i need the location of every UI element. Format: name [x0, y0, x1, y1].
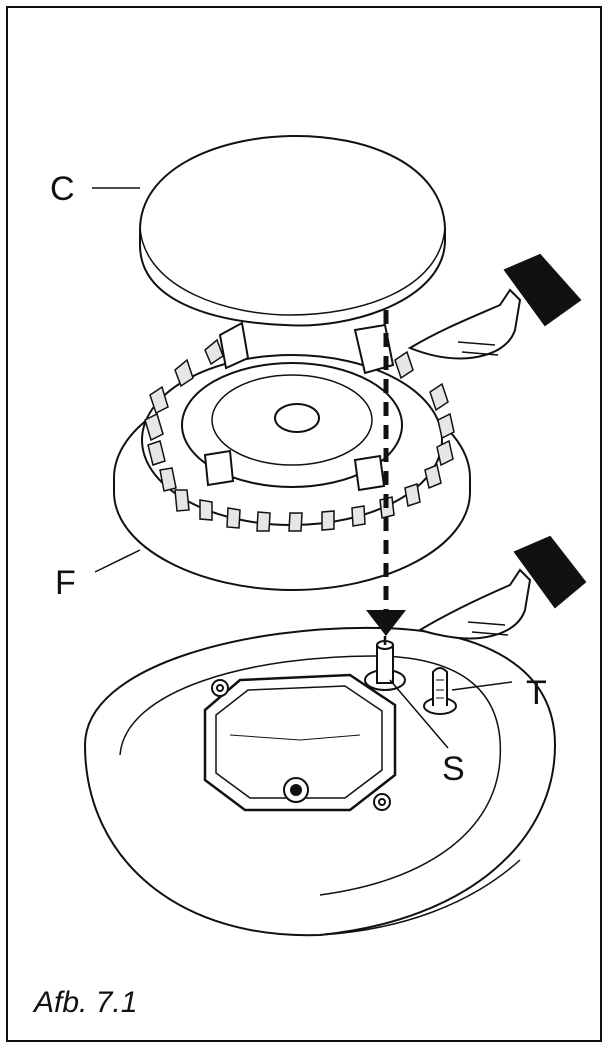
flame-spreader [113, 321, 471, 592]
down-arrow-icon [366, 310, 406, 636]
label-thermocouple: T [526, 674, 547, 712]
ignition-electrode [376, 644, 394, 684]
label-crown: F [55, 564, 76, 602]
figure-caption: Afb. 7.1 [34, 986, 138, 1019]
screw-hole [211, 679, 229, 697]
label-cap: C [50, 170, 75, 208]
pointing-hand-icon [407, 253, 582, 360]
label-electrode: S [442, 750, 465, 788]
hob-base [83, 626, 557, 937]
burner-cap [139, 135, 446, 327]
screw-hole [373, 793, 391, 811]
pointing-hand-icon [417, 535, 587, 640]
leader-lines [92, 187, 513, 749]
thermocouple [432, 667, 448, 706]
